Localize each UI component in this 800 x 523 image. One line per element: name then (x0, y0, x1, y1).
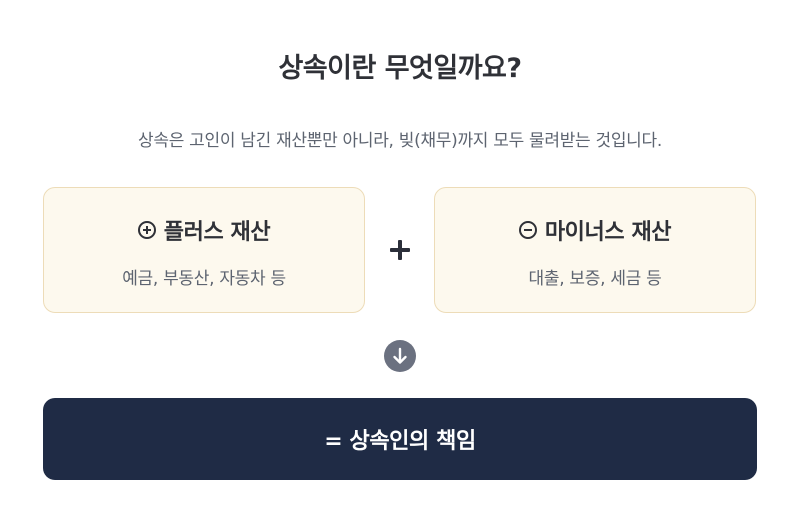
minus-asset-title: 마이너스 재산 (544, 220, 672, 245)
minus-asset-card: 마이너스 재산 대출, 보증, 세금 등 (434, 187, 756, 313)
page-title: 상속이란 무엇일까요? (278, 53, 522, 84)
heir-responsibility-label: = 상속인의 책임 (324, 429, 476, 454)
plus-asset-card: 플러스 재산 예금, 부동산, 자동차 등 (43, 187, 365, 313)
circle-plus-icon (137, 221, 156, 239)
minus-asset-card-header: 마이너스 재산 (435, 214, 755, 246)
circle-minus-icon (518, 221, 537, 239)
plus-icon (386, 236, 414, 264)
plus-asset-description: 예금, 부동산, 자동차 등 (122, 269, 286, 289)
minus-asset-description: 대출, 보증, 세금 등 (528, 269, 662, 289)
heir-responsibility-banner: = 상속인의 책임 (43, 398, 757, 480)
page-subtitle: 상속은 고인이 남긴 재산뿐만 아니라, 빚(채무)까지 모두 물려받는 것입니… (138, 131, 662, 151)
arrow-down-circle-icon (384, 340, 416, 372)
arrow-down-icon (393, 347, 407, 364)
plus-asset-title: 플러스 재산 (163, 220, 271, 245)
plus-asset-card-header: 플러스 재산 (44, 214, 364, 246)
